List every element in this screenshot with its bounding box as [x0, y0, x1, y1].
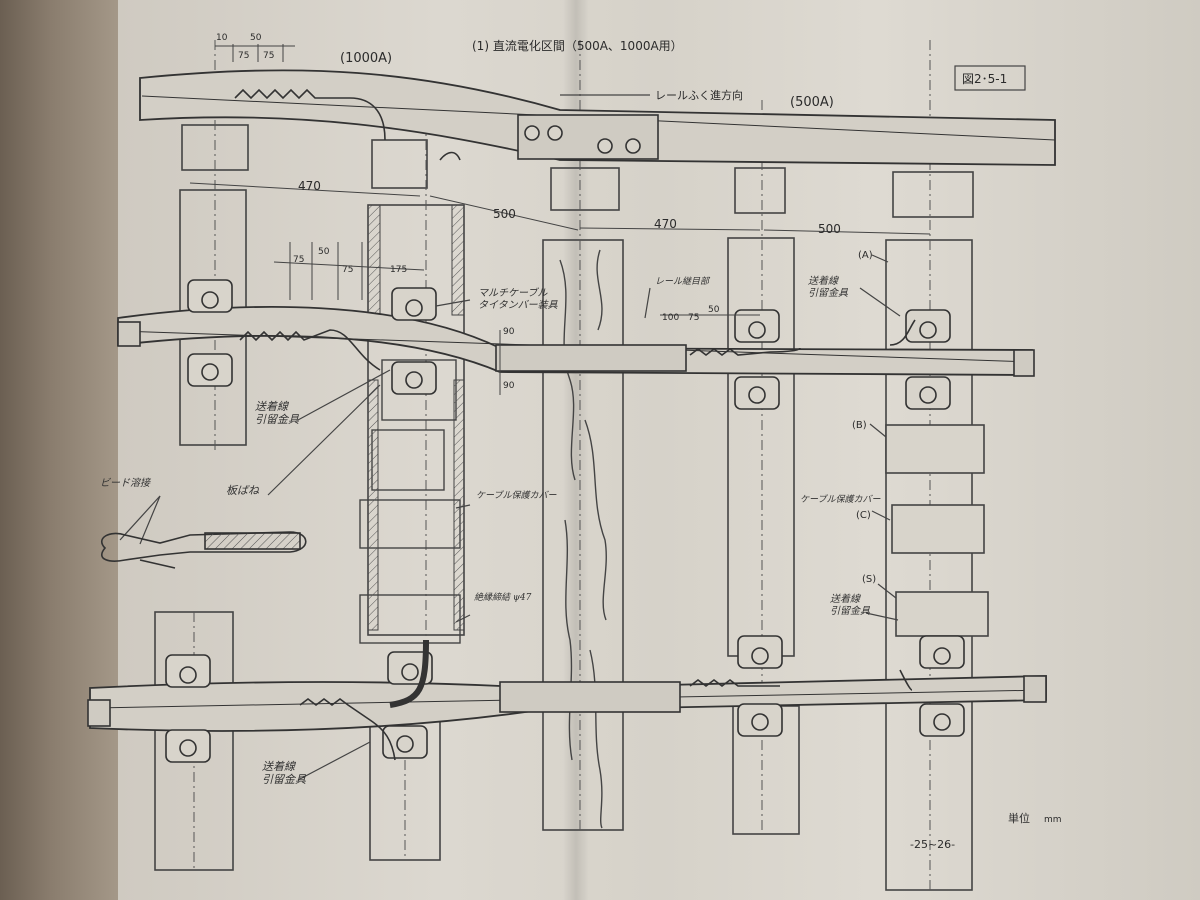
unit-value: mm [1044, 815, 1062, 825]
annotation-line: 引留金具 [808, 287, 849, 299]
label-b: (B) [852, 420, 867, 431]
annotation-bead-weld: ビード溶接 [100, 477, 152, 489]
dim-text: 75 [688, 313, 699, 323]
left-page-edge [0, 0, 128, 900]
hook-detail [439, 151, 461, 161]
wood-grain [559, 249, 607, 829]
annotation-feed-anchor-1: 送着線引留金具 [255, 400, 300, 426]
annotation-feed-anchor-2: 送着線引留金具 [262, 760, 307, 786]
annotation-feed-anchor-right: 送着線引留金具 [808, 275, 849, 299]
dim-text: 10 [216, 33, 228, 43]
bond-detail-inset [101, 531, 307, 569]
annotation-line: 送着線 [262, 760, 297, 773]
figure-number-box: 図2･5-1 [954, 65, 1026, 91]
page-number: -25~26- [910, 838, 955, 851]
dim-text: 75 [263, 51, 274, 61]
dim-text: 75 [238, 51, 249, 61]
joint-sleeper [542, 239, 624, 831]
annotation-cable-cover-right: ケーブル保護カバー [800, 494, 881, 505]
dim-text: 500 [818, 222, 841, 236]
cable-cover-hatching [367, 204, 465, 631]
annotation-cable-cover-left: ケーブル保護カバー [476, 490, 557, 501]
direction-label: レールふく進方向 [655, 88, 743, 102]
fasteners [165, 125, 965, 763]
dim-text: 90 [503, 327, 515, 337]
annotation-multi-cable: マルチケーブルタイタンバー装具 [478, 287, 559, 311]
figure-number: 図2･5-1 [962, 72, 1007, 86]
label-c: (C) [856, 510, 871, 521]
annotation-rail-junction: レール継目部 [655, 276, 711, 287]
dim-text: 175 [390, 265, 407, 275]
unit-label: 単位 [1008, 811, 1030, 825]
leader-lines [119, 94, 901, 781]
dim-text: 50 [708, 305, 720, 315]
annotation-line: 引留金具 [255, 413, 300, 426]
dim-text: 470 [654, 217, 677, 231]
cable [389, 639, 429, 708]
dim-text: 90 [503, 381, 515, 391]
dim-text: 470 [298, 179, 321, 193]
sleeper [371, 139, 428, 189]
section-right-label: (500A) [790, 95, 834, 110]
annotation-line: 引留金具 [830, 605, 871, 617]
dim-text: 100 [662, 313, 679, 323]
annotation-line: タイタンバー装具 [478, 299, 559, 311]
annotation-line: 送着線 [830, 593, 861, 605]
dimension-lines [189, 44, 931, 395]
annotation-line: 送着線 [255, 400, 290, 413]
annotation-feed-anchor-3: 送着線引留金具 [830, 593, 871, 617]
sleeper [892, 171, 974, 218]
section-left-label: (1000A) [340, 51, 392, 66]
dim-text: 75 [293, 255, 304, 265]
dim-text: 75 [342, 265, 353, 275]
sleeper [734, 167, 786, 214]
label-s: (S) [862, 574, 876, 585]
sleeper [550, 167, 620, 211]
bond-wires [234, 88, 916, 761]
annotation-spring: 板ばね [226, 484, 260, 497]
doc-title: (1) 直流電化区間（500A、1000A用） [472, 39, 683, 53]
sleeper [885, 239, 973, 891]
annotation-line: 引留金具 [262, 773, 307, 786]
joint-plates [87, 114, 1047, 727]
annotation-line: 送着線 [808, 275, 839, 287]
annotation-line: マルチケーブル [478, 287, 548, 299]
label-a: (A) [858, 250, 873, 261]
right-cable-cover [885, 424, 989, 637]
annotation-insulation: 絶縁締結 ψ47 [474, 592, 532, 603]
sleeper [727, 237, 795, 657]
dim-text: 50 [318, 247, 330, 257]
dim-text: 500 [493, 207, 516, 221]
dim-text: 50 [250, 33, 262, 43]
